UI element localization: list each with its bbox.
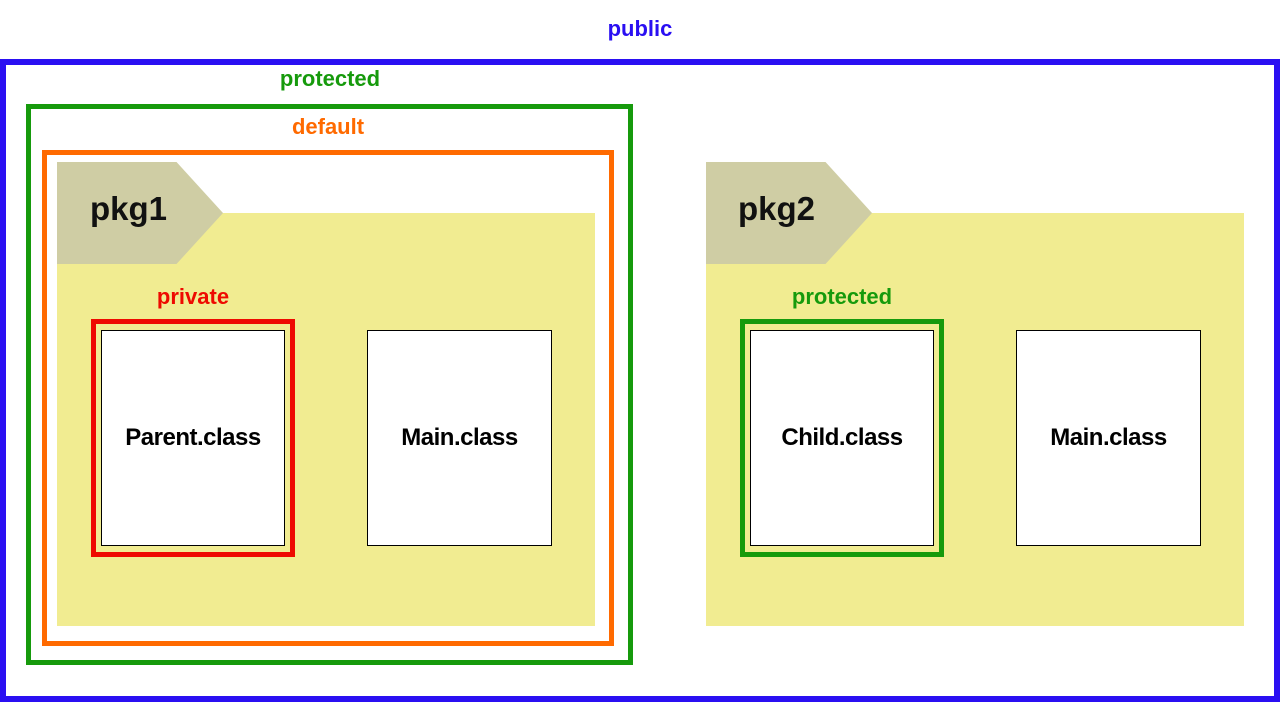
protected-outer-label: protected <box>279 66 381 91</box>
pkg2-main-class-name: Main.class <box>1050 424 1167 451</box>
private-label: private <box>156 284 230 309</box>
public-label: public <box>607 16 673 41</box>
pkg1-main-class-box: Main.class <box>367 330 552 546</box>
pkg1-main-class-name: Main.class <box>401 424 518 451</box>
default-scope-border <box>42 150 614 646</box>
protected-child-scope-border <box>740 319 944 557</box>
parent-class-box: Parent.class <box>101 330 285 546</box>
default-label: default <box>291 114 365 139</box>
child-class-name: Child.class <box>781 424 903 451</box>
parent-class-name: Parent.class <box>125 424 261 451</box>
private-scope-border <box>91 319 295 557</box>
pkg1-name: pkg1 <box>90 190 168 227</box>
pkg2-name: pkg2 <box>738 190 816 227</box>
child-class-box: Child.class <box>750 330 934 546</box>
public-scope-border <box>0 59 1280 702</box>
protected-scope-border <box>26 104 633 665</box>
pkg2-main-class-box: Main.class <box>1016 330 1201 546</box>
protected-child-label: protected <box>791 284 893 309</box>
